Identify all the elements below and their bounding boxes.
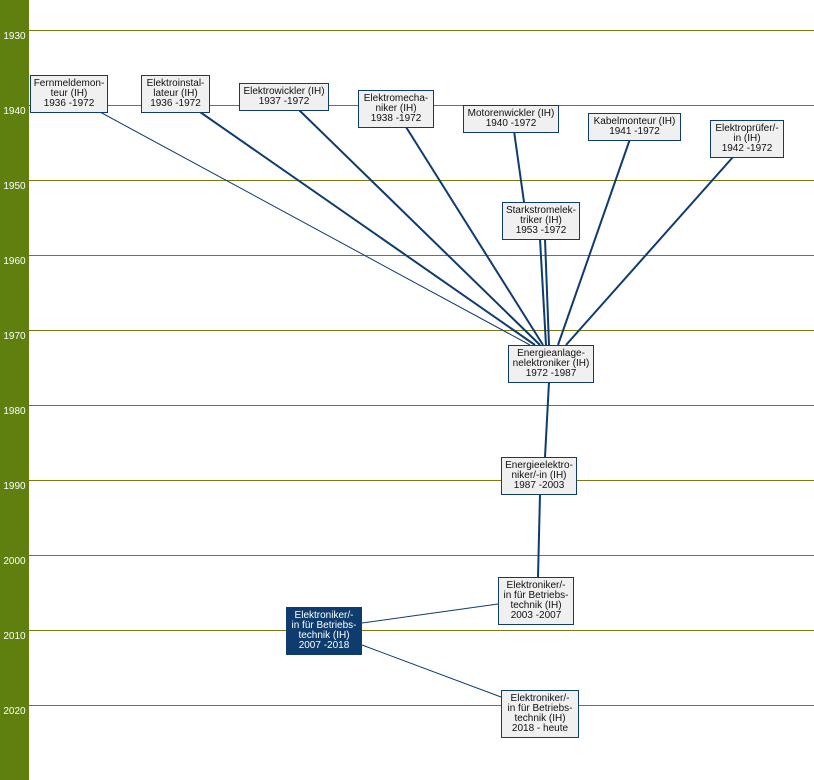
- connector: [565, 156, 734, 346]
- connector: [297, 108, 541, 346]
- gridline: [29, 30, 814, 31]
- connector: [99, 111, 531, 346]
- year-label: 1980: [3, 406, 26, 417]
- connector: [361, 644, 502, 698]
- node-betriebstechnik-2018[interactable]: Elektroniker/- in für Betriebs- technik …: [501, 690, 579, 738]
- node-elektrowickler[interactable]: Elektrowickler (IH) 1937 -1972: [239, 83, 329, 111]
- connector: [361, 603, 499, 624]
- year-label: 1970: [3, 331, 26, 342]
- node-starkstromelektriker[interactable]: Starkstromelek- triker (IH) 1953 -1972: [502, 202, 580, 240]
- year-label: 1990: [3, 481, 26, 492]
- year-label: 1950: [3, 181, 26, 192]
- year-label: 1930: [3, 31, 26, 42]
- year-axis: [0, 0, 29, 780]
- node-fernmeldemonteur[interactable]: Fernmeldemon- teur (IH) 1936 -1972: [30, 75, 108, 113]
- connector: [539, 238, 547, 346]
- year-label: 2020: [3, 706, 26, 717]
- gridline: [29, 255, 814, 256]
- node-elektropruefer[interactable]: Elektroprüfer/- in (IH) 1942 -1972: [710, 120, 784, 158]
- connector: [513, 130, 525, 203]
- connector: [557, 138, 631, 346]
- year-label: 1940: [3, 106, 26, 117]
- gridline: [29, 480, 814, 481]
- node-betriebstechnik-2007-selected[interactable]: Elektroniker/- in für Betriebs- technik …: [286, 607, 362, 655]
- connector: [544, 238, 550, 346]
- gridline: [29, 405, 814, 406]
- gridline: [29, 180, 814, 181]
- connector: [544, 381, 550, 458]
- connector: [405, 126, 544, 346]
- year-label: 1960: [3, 256, 26, 267]
- node-energieanlagenelektroniker[interactable]: Energieanlage- nelektroniker (IH) 1972 -…: [508, 345, 594, 383]
- gridline: [29, 555, 814, 556]
- gridline: [29, 705, 814, 706]
- gridline: [29, 630, 814, 631]
- gridline: [29, 330, 814, 331]
- node-elektroinstallateur[interactable]: Elektroinstal- lateur (IH) 1936 -1972: [141, 75, 210, 113]
- connector: [537, 493, 541, 578]
- node-betriebstechnik-2003[interactable]: Elektroniker/- in für Betriebs- technik …: [498, 577, 574, 625]
- node-elektromechaniker[interactable]: Elektromecha- niker (IH) 1938 -1972: [358, 90, 434, 128]
- node-kabelmonteur[interactable]: Kabelmonteur (IH) 1941 -1972: [588, 113, 681, 141]
- connector: [199, 111, 536, 346]
- node-motorenwickler[interactable]: Motorenwickler (IH) 1940 -1972: [463, 105, 559, 133]
- year-label: 2000: [3, 556, 26, 567]
- year-label: 2010: [3, 631, 26, 642]
- node-energieelektroniker[interactable]: Energieelektro- niker/-in (IH) 1987 -200…: [501, 457, 577, 495]
